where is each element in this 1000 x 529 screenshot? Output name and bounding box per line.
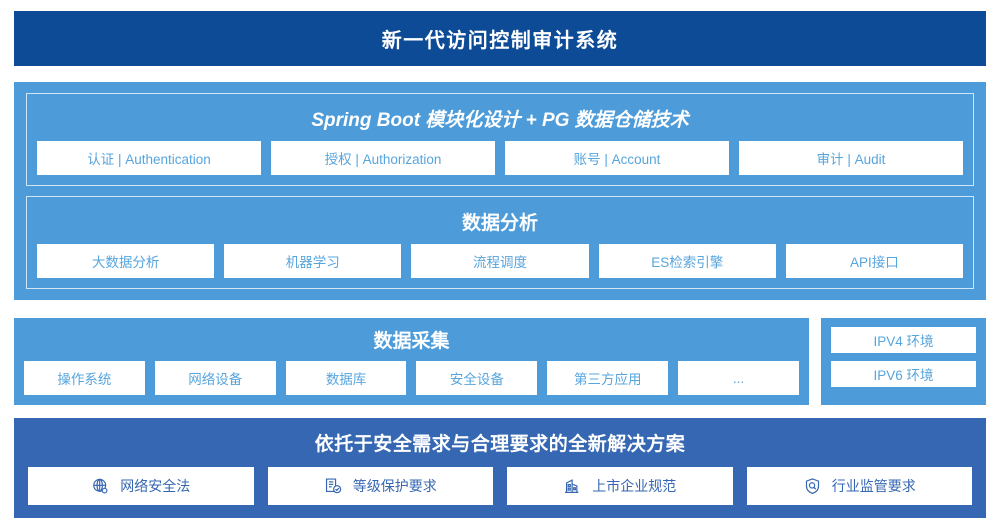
chip-cybersecurity-law[interactable]: 网络安全法 xyxy=(28,467,254,505)
chip-machine-learning[interactable]: 机器学习 xyxy=(224,244,402,278)
chip-third-party-app[interactable]: 第三方应用 xyxy=(547,361,669,395)
architecture-section: Spring Boot 模块化设计 + PG 数据仓储技术 认证 | Authe… xyxy=(14,82,986,300)
chip-big-data-analysis[interactable]: 大数据分析 xyxy=(37,244,215,278)
shield-search-icon xyxy=(803,477,822,496)
document-check-icon xyxy=(324,477,343,496)
chip-label: 网络安全法 xyxy=(120,478,191,494)
chip-label: 等级保护要求 xyxy=(352,478,437,494)
chip-account[interactable]: 账号 | Account xyxy=(505,141,729,175)
building-icon xyxy=(563,477,582,496)
chip-network-device[interactable]: 网络设备 xyxy=(154,361,276,395)
chip-api-interface[interactable]: API接口 xyxy=(785,244,964,278)
chip-more[interactable]: ... xyxy=(678,361,799,395)
data-analysis-panel: 数据分析 大数据分析 机器学习 流程调度 ES检索引擎 API接口 xyxy=(26,196,974,289)
chip-industry-regulation[interactable]: 行业监管要求 xyxy=(746,467,972,505)
data-collection-panel: 数据采集 操作系统 网络设备 数据库 安全设备 第三方应用 ... xyxy=(14,318,809,405)
chip-authorization[interactable]: 授权 | Authorization xyxy=(271,141,495,175)
chip-es-search-engine[interactable]: ES检索引擎 xyxy=(598,244,776,278)
data-collection-title: 数据采集 xyxy=(373,331,450,352)
chip-ipv4-environment[interactable]: IPV4 环境 xyxy=(831,327,976,353)
chip-classified-protection[interactable]: 等级保护要求 xyxy=(267,467,493,505)
compliance-chip-row: 网络安全法 等级保护要求 xyxy=(28,467,972,505)
chip-ipv6-environment[interactable]: IPV6 环境 xyxy=(831,361,976,387)
environment-panel: IPV4 环境 IPV6 环境 xyxy=(821,318,986,405)
data-collection-chip-row: 操作系统 网络设备 数据库 安全设备 第三方应用 ... xyxy=(24,361,799,395)
globe-icon xyxy=(91,477,110,496)
chip-label: 行业监管要求 xyxy=(831,478,916,494)
header-banner: 新一代访问控制审计系统 xyxy=(14,11,986,66)
springboot-panel: Spring Boot 模块化设计 + PG 数据仓储技术 认证 | Authe… xyxy=(26,93,974,186)
chip-authentication[interactable]: 认证 | Authentication xyxy=(37,141,261,175)
chip-listed-enterprise-standard[interactable]: 上市企业规范 xyxy=(507,467,733,505)
springboot-chip-row: 认证 | Authentication 授权 | Authorization 账… xyxy=(37,141,963,175)
compliance-section: 依托于安全需求与合理要求的全新解决方案 网络安全法 xyxy=(14,418,986,518)
compliance-title: 依托于安全需求与合理要求的全新解决方案 xyxy=(314,434,686,455)
chip-database[interactable]: 数据库 xyxy=(285,361,407,395)
chip-security-device[interactable]: 安全设备 xyxy=(416,361,538,395)
springboot-panel-title: Spring Boot 模块化设计 + PG 数据仓储技术 xyxy=(311,110,689,131)
chip-process-scheduling[interactable]: 流程调度 xyxy=(411,244,589,278)
chip-label: 上市企业规范 xyxy=(592,478,677,494)
data-analysis-chip-row: 大数据分析 机器学习 流程调度 ES检索引擎 API接口 xyxy=(37,244,964,278)
chip-operating-system[interactable]: 操作系统 xyxy=(24,361,145,395)
data-analysis-panel-title: 数据分析 xyxy=(461,213,538,234)
chip-audit[interactable]: 审计 | Audit xyxy=(739,141,963,175)
page-title: 新一代访问控制审计系统 xyxy=(381,30,619,52)
collection-section: 数据采集 操作系统 网络设备 数据库 安全设备 第三方应用 ... IPV4 环… xyxy=(14,318,986,405)
